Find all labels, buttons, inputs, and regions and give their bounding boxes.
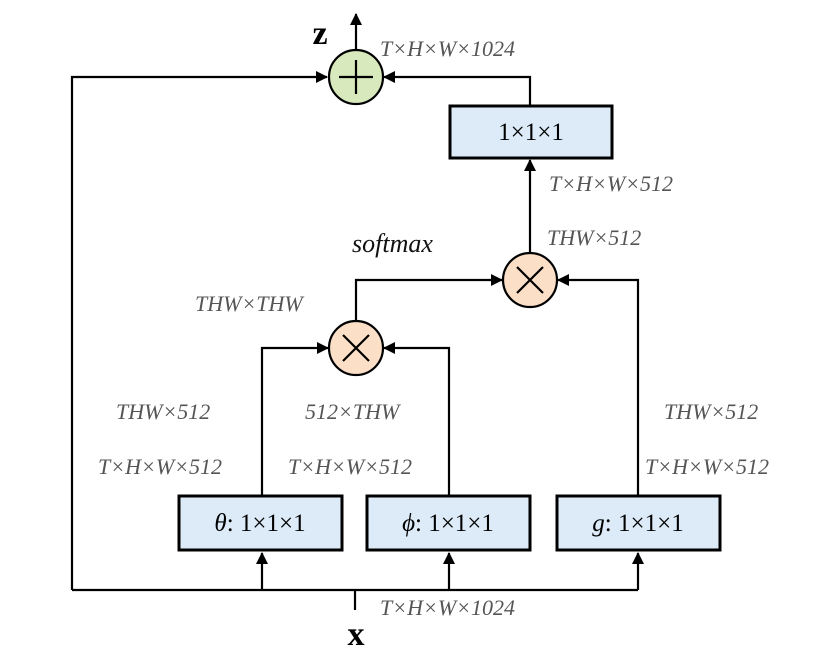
input-variable-label: x [348, 616, 365, 653]
softmax-label: softmax [352, 229, 433, 258]
g-kernel-label: : 1×1×1 [605, 510, 684, 537]
dim-weighted: THW×512 [547, 225, 641, 250]
dim-g-reshaped: THW×512 [664, 399, 758, 424]
phi-conv-box: ϕ: 1×1×1 [365, 494, 532, 552]
dim-theta-out: T×H×W×512 [98, 454, 222, 479]
svg-text:θ: 1×1×1: θ: 1×1×1 [214, 510, 305, 537]
theta-conv-box: θ: 1×1×1 [177, 494, 344, 552]
dim-theta-reshaped: THW×512 [116, 399, 210, 424]
residual-skip-wire [70, 71, 328, 590]
matmul-weighted-node [501, 251, 559, 309]
svg-text:ϕ: 1×1×1: ϕ: 1×1×1 [402, 510, 494, 537]
theta-to-mul-wire [260, 342, 329, 496]
dim-phi-out: T×H×W×512 [288, 454, 412, 479]
dim-attention: THW×THW [195, 291, 304, 316]
out-conv-to-add-wire [383, 71, 532, 106]
g-symbol: g [592, 510, 605, 537]
output-conv-box: 1×1×1 [448, 104, 614, 160]
phi-kernel-label: : 1×1×1 [415, 510, 494, 537]
dim-g-out: T×H×W×512 [645, 454, 769, 479]
svg-text:g: 1×1×1: g: 1×1×1 [592, 510, 683, 537]
dim-output: T×H×W×1024 [380, 36, 515, 61]
dim-input: T×H×W×1024 [380, 595, 515, 620]
softmax-wire [354, 274, 503, 322]
output-conv-label: 1×1×1 [498, 119, 564, 146]
dim-phi-reshaped: 512×THW [305, 399, 401, 424]
dim-reshaped-back: T×H×W×512 [549, 171, 673, 196]
residual-add-node [327, 48, 385, 106]
matmul-attention-node [327, 319, 385, 377]
output-variable-label: z [312, 15, 327, 52]
phi-symbol: ϕ [402, 510, 415, 537]
theta-kernel-label: : 1×1×1 [227, 510, 306, 537]
g-conv-box: g: 1×1×1 [555, 494, 722, 552]
theta-symbol: θ [214, 510, 226, 537]
phi-to-mul-wire [383, 342, 451, 496]
g-to-mul-wire [557, 274, 640, 496]
